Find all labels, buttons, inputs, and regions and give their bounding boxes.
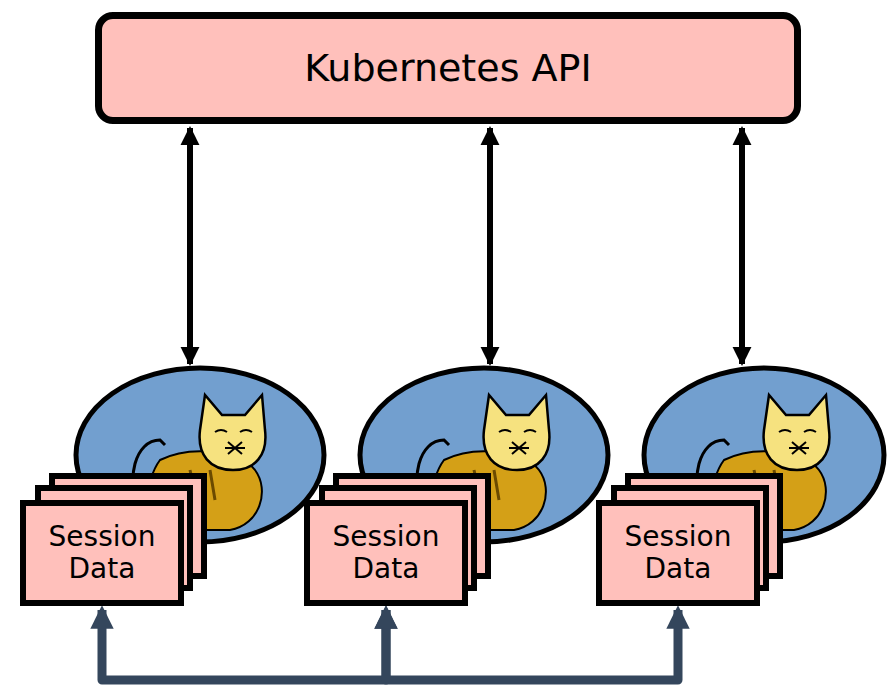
session-box: Session Data: [20, 500, 184, 606]
session-box: Session Data: [596, 500, 760, 606]
box-label: Session Data: [602, 521, 754, 585]
box-label: Kubernetes API: [304, 46, 591, 90]
api-box: Kubernetes API: [95, 12, 801, 124]
sync-connector: [102, 610, 386, 680]
session-box: Session Data: [304, 500, 468, 606]
box-label: Session Data: [26, 521, 178, 585]
box-label: Session Data: [310, 521, 462, 585]
sync-connector: [386, 610, 678, 680]
